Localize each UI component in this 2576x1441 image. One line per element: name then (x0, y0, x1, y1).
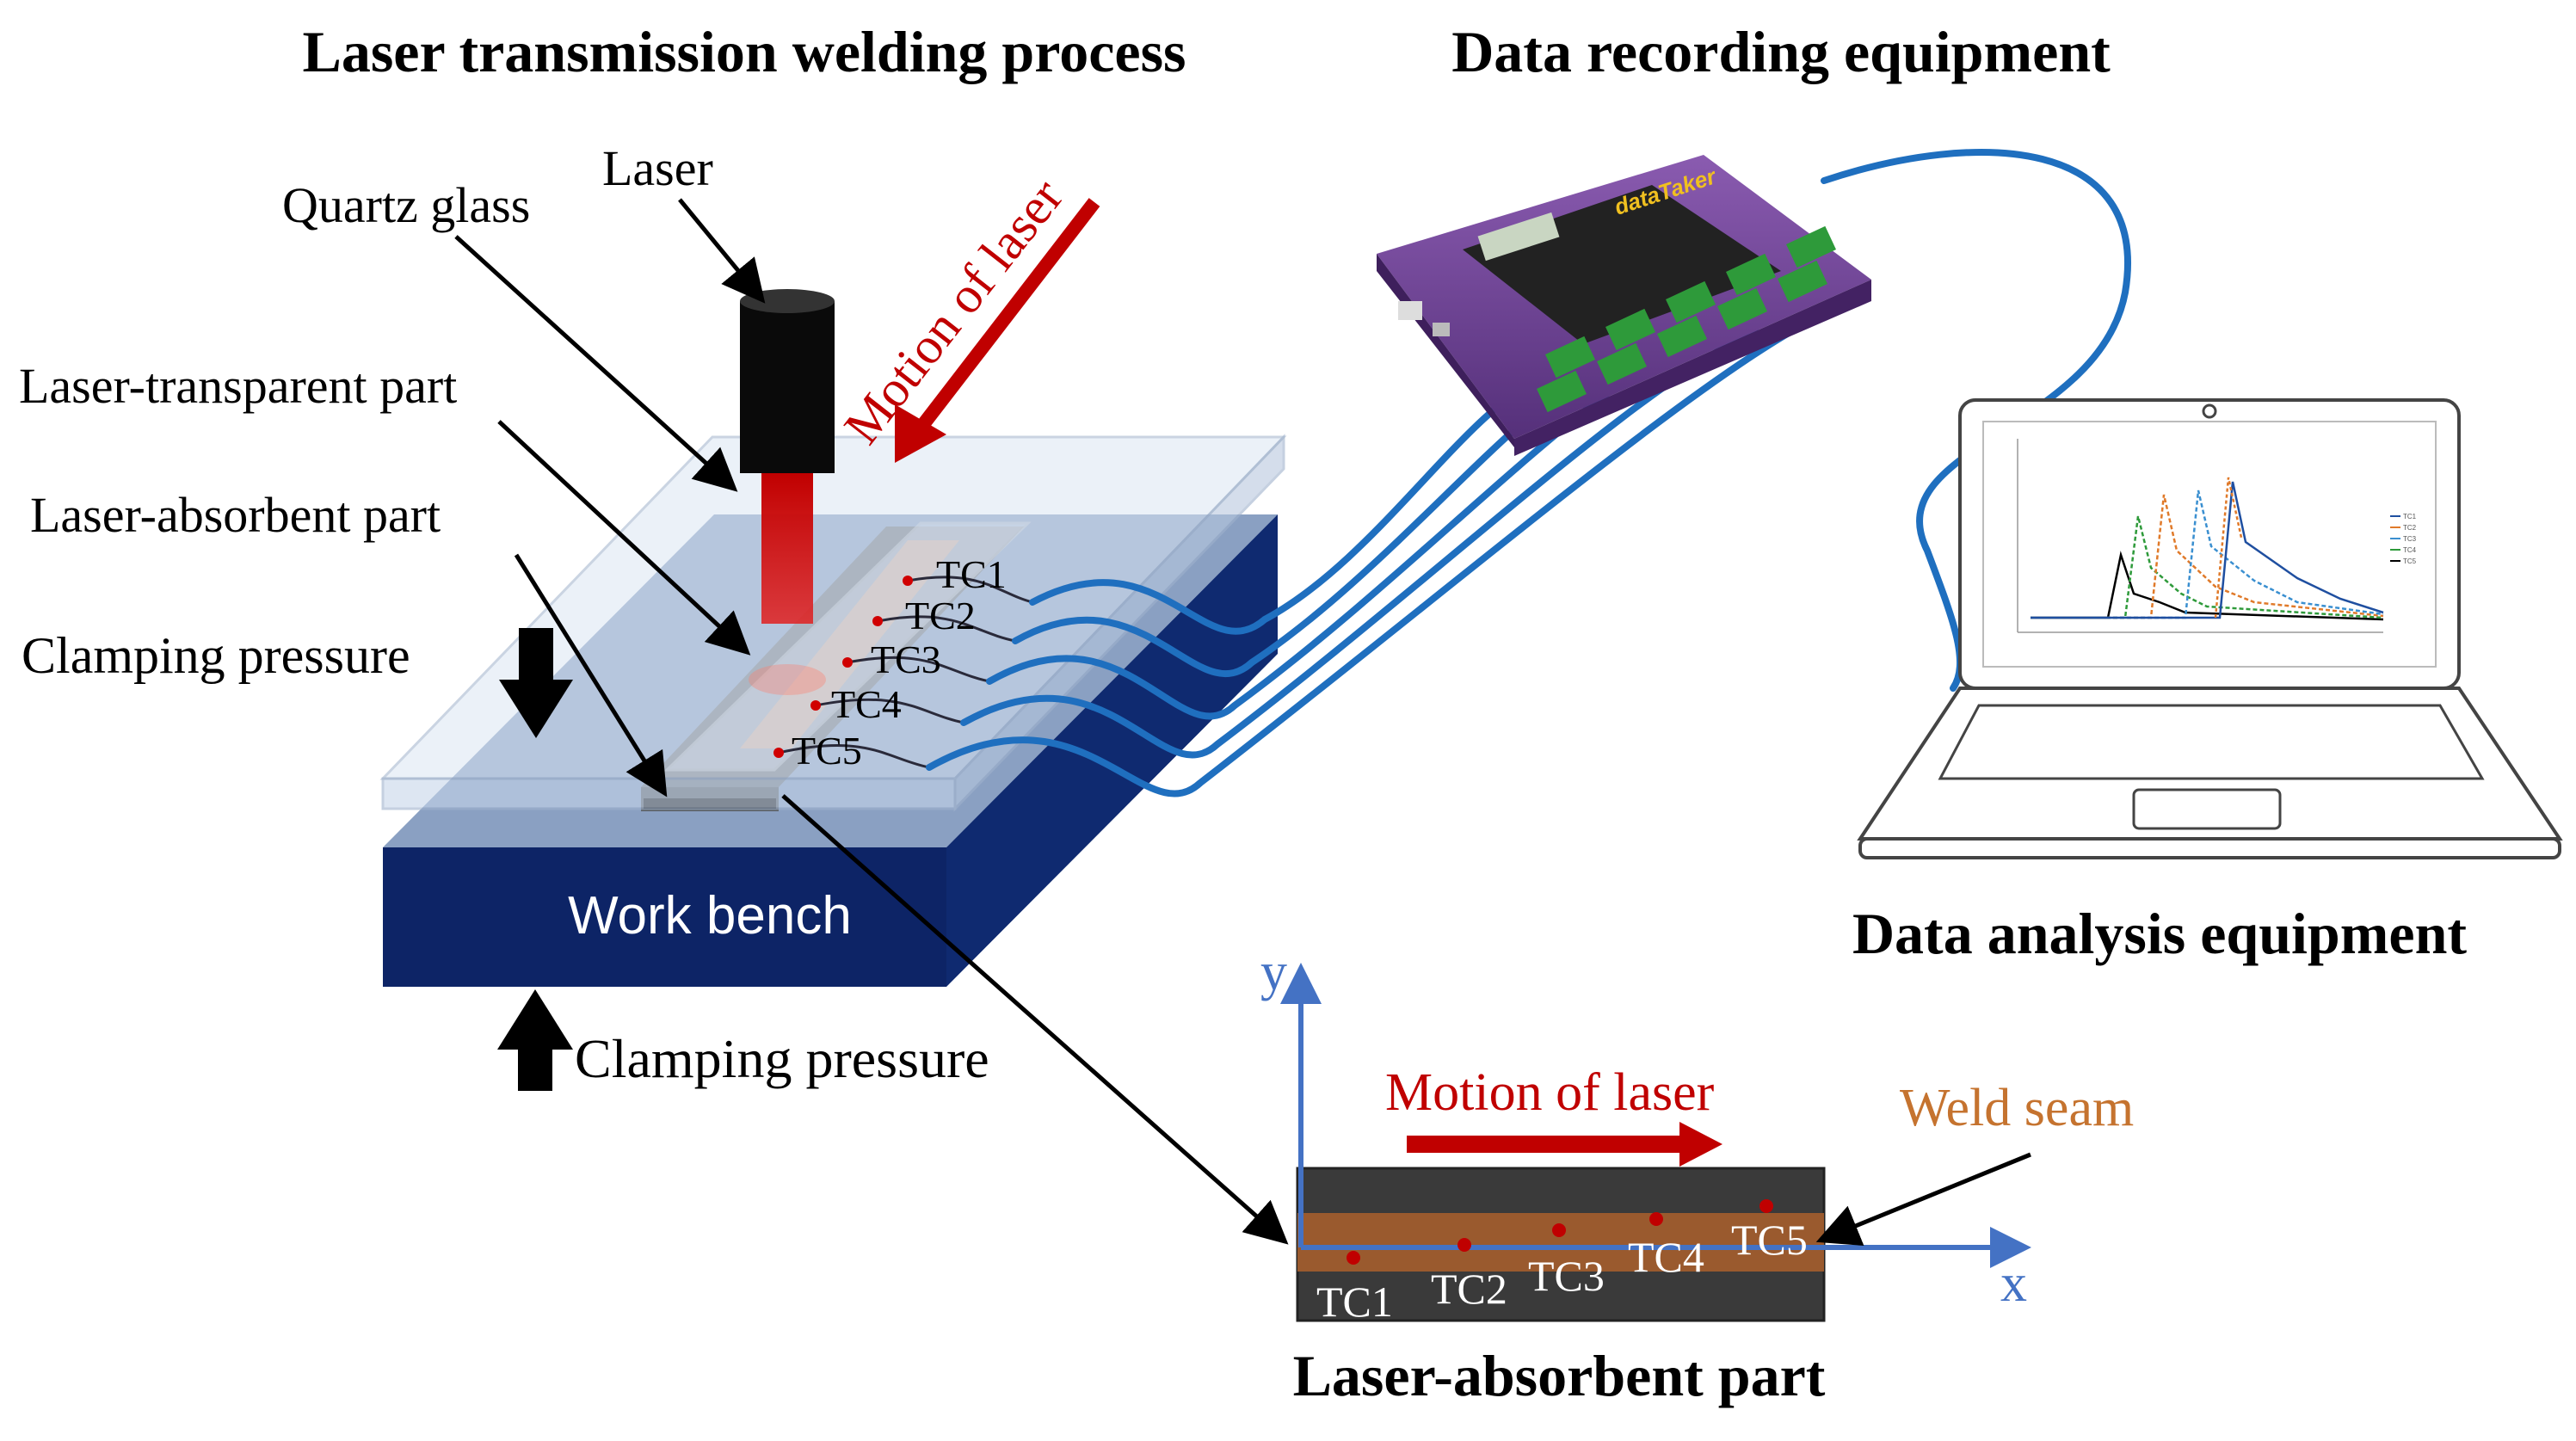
arrow-absorbent-part (514, 553, 668, 797)
data-logger: dataTaker (1377, 155, 1871, 456)
plot-series-tc4 (2031, 515, 2384, 619)
motion-label-inset: Motion of laser (1385, 1063, 1715, 1122)
weld-seam-label: Weld seam (1900, 1079, 2134, 1137)
inset-tc3-label: TC3 (1528, 1252, 1605, 1300)
inset-tc2-dot (1457, 1238, 1471, 1252)
tc-markers-3d: TC1 TC2 TC3 TC4 TC5 (773, 552, 1007, 773)
screen-plot-legend: TC1 TC2 TC3 TC4 TC5 (2390, 513, 2417, 565)
title-recording: Data recording equipment (1451, 19, 2111, 84)
tc2-dot (872, 616, 883, 626)
label-laser: Laser (602, 140, 713, 196)
title-process: Laser transmission welding process (302, 19, 1186, 84)
legend-tc4: TC4 (2403, 546, 2417, 554)
label-absorbent-part: Laser-absorbent part (30, 487, 441, 543)
inset-tc5-dot (1759, 1199, 1773, 1213)
work-bench-label: Work bench (568, 886, 852, 945)
inset-tc3-dot (1552, 1223, 1566, 1237)
laptop-touchpad (2132, 788, 2282, 830)
laptop: TC1 TC2 TC3 TC4 TC5 (1857, 398, 2563, 859)
inset-tc5-label: TC5 (1731, 1216, 1808, 1264)
label-clamping-top: Clamping pressure (22, 627, 410, 684)
legend-tc3: TC3 (2403, 535, 2417, 543)
tc3-label-3d: TC3 (871, 637, 941, 681)
terminal-blocks (1537, 225, 1836, 413)
motion-label-diagonal: Motion of laser (833, 169, 1074, 454)
laptop-camera (2202, 403, 2217, 419)
motion-arrow-inset-head (1679, 1122, 1722, 1167)
clamp-arrow-up (497, 989, 573, 1091)
legend-tc5: TC5 (2403, 557, 2417, 565)
inset-weld-seam (1297, 1213, 1824, 1272)
laptop-keyboard (1938, 704, 2485, 780)
tc3-dot (842, 657, 853, 668)
tc4-label-3d: TC4 (831, 682, 902, 726)
tc1-dot (903, 576, 913, 586)
inset-tc4-dot (1649, 1212, 1663, 1226)
arrow-quartz-glass (454, 235, 738, 492)
arrow-transparent-part (497, 420, 751, 656)
motion-arrow-inset-shaft (1407, 1136, 1682, 1153)
inset-tc1-dot (1347, 1251, 1360, 1265)
arrow-laser (678, 198, 766, 304)
tc4-dot (810, 700, 821, 711)
logger-display (1477, 212, 1560, 262)
plot-series-tc1 (2031, 481, 2384, 619)
title-absorbent-part: Laser-absorbent part (1293, 1343, 1826, 1408)
tc1-label-3d: TC1 (936, 552, 1007, 596)
laptop-screen (1982, 421, 2437, 668)
legend-tc2: TC2 (2403, 524, 2417, 532)
inset-tc1-label: TC1 (1316, 1278, 1393, 1326)
tc5-dot (773, 748, 784, 758)
arrow-weld-seam (1815, 1152, 2031, 1247)
thermocouple-wires (778, 576, 1033, 769)
motion-arrow-diagonal: Motion of laser (833, 169, 1100, 463)
axis-x-label: x (2000, 1254, 2027, 1313)
label-clamping-bottom: Clamping pressure (575, 1028, 989, 1089)
inset-top-view: y x Motion of laser Weld seam TC1 TC2 TC… (1260, 943, 2134, 1326)
clamp-arrow-down (499, 628, 573, 738)
inset-tc2-label: TC2 (1431, 1265, 1507, 1313)
laser-head (740, 289, 835, 695)
tc5-label-3d: TC5 (792, 729, 862, 773)
label-quartz-glass: Quartz glass (282, 177, 530, 233)
title-analysis: Data analysis equipment (1852, 901, 2467, 966)
screen-plot (2017, 439, 2384, 633)
inset-tc4-label: TC4 (1628, 1233, 1704, 1281)
legend-tc1: TC1 (2403, 513, 2417, 520)
tc2-label-3d: TC2 (905, 594, 976, 637)
axis-y-label: y (1260, 943, 1287, 1001)
arrow-to-inset (781, 794, 1289, 1245)
label-transparent-part: Laser-transparent part (19, 358, 457, 414)
